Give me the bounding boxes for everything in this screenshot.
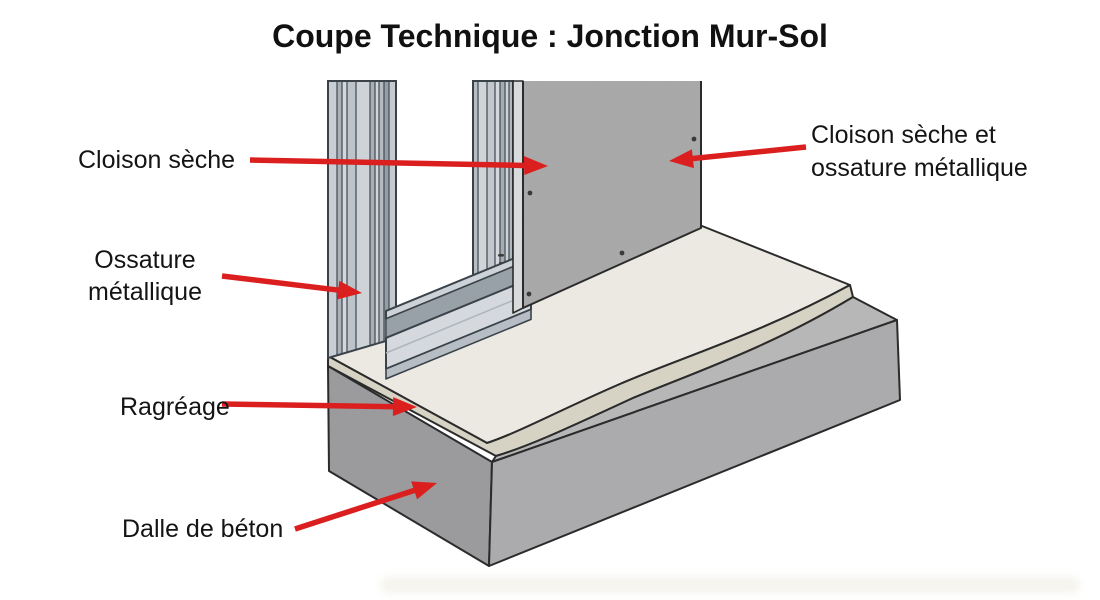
label-cloison-seche-et-ossature: Cloison sèche et ossature métallique [811, 121, 1028, 182]
arrow-ragreage [221, 397, 417, 417]
screw-dots [526, 136, 697, 297]
slab-step-top [491, 296, 898, 463]
floor-track [385, 250, 532, 380]
arrow-cloison-ossature [669, 144, 807, 169]
label-dalle-de-beton: Dalle de béton [122, 515, 284, 543]
label-ossature-metallique: Ossature métallique [88, 246, 202, 306]
arrow-dalle-beton [294, 481, 437, 532]
callout-arrows [221, 144, 807, 532]
label-ragreage: Ragréage [120, 393, 230, 421]
slab-right-face [488, 319, 901, 567]
drywall-edge-strip [512, 80, 524, 314]
arrow-ossature [221, 273, 362, 300]
page-title: Coupe Technique : Jonction Mur-Sol [272, 18, 828, 54]
metal-stud-left [327, 80, 397, 360]
label-cloison-seche: Cloison sèche [78, 146, 236, 174]
drywall-panel [522, 81, 702, 309]
arrow-cloison-seche [249, 156, 548, 175]
ground-shadow [380, 577, 1080, 593]
